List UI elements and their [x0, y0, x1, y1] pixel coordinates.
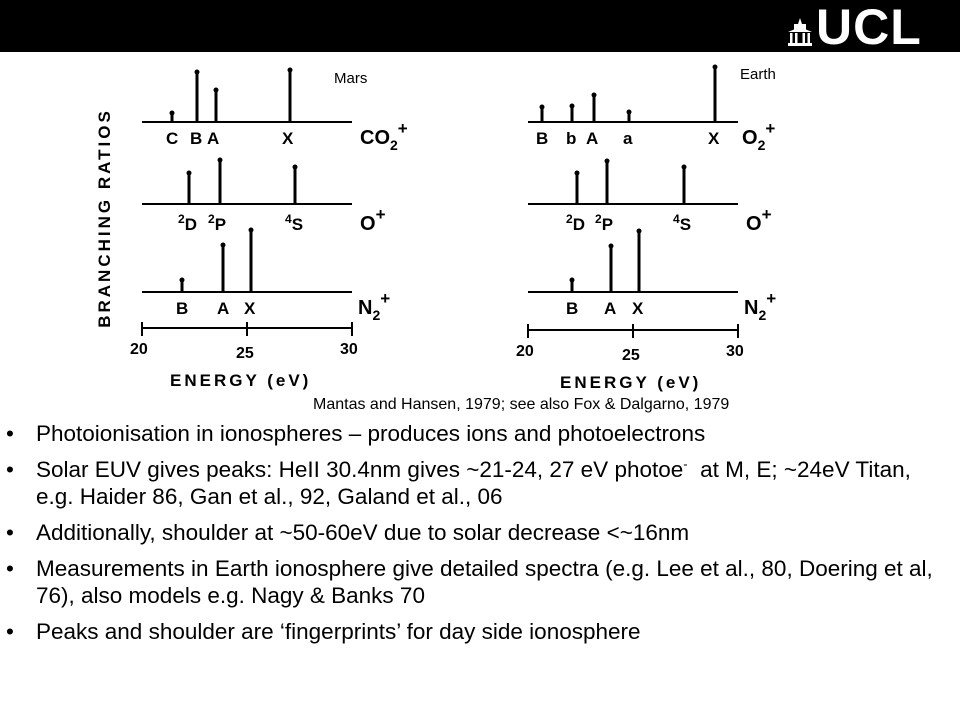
planet-label-mars: Mars	[334, 70, 368, 87]
y-axis-label: BRANCHING RATIOS	[95, 108, 114, 328]
peak-label: a	[623, 129, 633, 148]
peak-label: X	[244, 299, 256, 318]
peak-label: 4S	[673, 212, 691, 234]
ion-label: O+	[746, 205, 772, 235]
bullet-text: Peaks and shoulder are ‘fingerprints’ fo…	[36, 619, 641, 644]
bullet-icon: •	[6, 421, 14, 446]
peak-label: A	[586, 129, 598, 148]
peak-label: C	[166, 129, 178, 148]
ucl-logo: UCL	[788, 2, 948, 52]
peak-label: B	[176, 299, 188, 318]
mars-spectra: BRANCHING RATIOS C B A X CO2+ 2D 2P 4S O…	[95, 67, 408, 390]
peak-label: B	[536, 129, 548, 148]
figure-citation: Mantas and Hansen, 1979; see also Fox & …	[313, 396, 730, 413]
bullet-icon: •	[6, 520, 14, 545]
peak-label: A	[217, 299, 229, 318]
bullet-item: • Photoionisation in ionospheres – produ…	[0, 420, 940, 447]
x-axis-label: ENERGY (eV)	[170, 371, 311, 390]
figure-panel-mars: BRANCHING RATIOS C B A X CO2+ 2D 2P 4S O…	[90, 58, 410, 398]
peak-label: 2D	[178, 212, 197, 234]
bullet-item: • Solar EUV gives peaks: HeII 30.4nm giv…	[0, 456, 940, 510]
bullet-item: • Measurements in Earth ionosphere give …	[0, 555, 940, 609]
x-tick-label: 30	[726, 343, 744, 360]
x-tick-label: 25	[236, 345, 254, 362]
bullet-text: Additionally, shoulder at ~50-60eV due t…	[36, 520, 690, 545]
peak-label: A	[207, 129, 219, 148]
planet-label-earth: Earth	[740, 66, 776, 83]
peak-label: 2D	[566, 212, 585, 234]
peak-label: B	[190, 129, 202, 148]
peak-label: A	[604, 299, 616, 318]
portico-icon	[788, 18, 812, 46]
ion-label: N2+	[744, 289, 776, 323]
bullet-icon: •	[6, 457, 14, 482]
ion-label: N2+	[358, 289, 390, 323]
logo-text: UCL	[816, 0, 922, 55]
x-tick-label: 30	[340, 341, 358, 358]
bullet-list: • Photoionisation in ionospheres – produ…	[0, 420, 960, 654]
figure-panel-earth: B b A a X O2+ 2D 2P 4S O+ B A X N2+	[484, 58, 804, 398]
ion-label: O2+	[742, 119, 775, 153]
earth-spectra: B b A a X O2+ 2D 2P 4S O+ B A X N2+	[516, 64, 776, 392]
bullet-text: at M, E; ~24eV Titan, e.g. Haider 86, Ga…	[36, 457, 918, 509]
bullet-text: Measurements in Earth ionosphere give de…	[36, 556, 933, 608]
bullet-item: • Peaks and shoulder are ‘fingerprints’ …	[0, 618, 940, 645]
peak-label: B	[566, 299, 578, 318]
x-axis-label: ENERGY (eV)	[560, 373, 701, 392]
peak-label: 2P	[208, 212, 226, 234]
bullet-icon: •	[6, 619, 14, 644]
x-tick-label: 25	[622, 347, 640, 364]
peak-label: 4S	[285, 212, 303, 234]
x-tick-label: 20	[130, 341, 148, 358]
peak-label: b	[566, 129, 576, 148]
peak-label: X	[282, 129, 294, 148]
superscript: -	[683, 456, 688, 472]
ion-label: CO2+	[360, 119, 408, 153]
x-tick-label: 20	[516, 343, 534, 360]
bullet-text: Solar EUV gives peaks: HeII 30.4nm gives…	[36, 457, 684, 482]
bullet-text: Photoionisation in ionospheres – produce…	[36, 421, 706, 446]
ion-label: O+	[360, 205, 386, 235]
peak-label: X	[708, 129, 720, 148]
bullet-item: • Additionally, shoulder at ~50-60eV due…	[0, 519, 940, 546]
peak-label: 2P	[595, 212, 613, 234]
bullet-icon: •	[6, 556, 14, 581]
header-bar: UCL	[0, 0, 960, 52]
peak-label: X	[632, 299, 644, 318]
